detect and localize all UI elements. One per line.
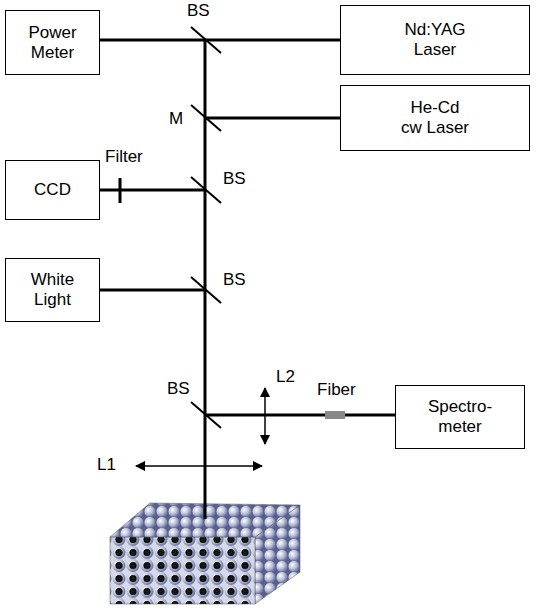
filter — [119, 178, 122, 203]
part-label: Filter — [104, 148, 144, 167]
part-label: Fiber — [316, 381, 357, 400]
part-label: BS — [166, 380, 191, 399]
box-label: White Light — [17, 270, 89, 309]
box-label: Nd:YAG Laser — [399, 20, 471, 59]
instrument-box: He-Cd cw Laser — [340, 85, 530, 151]
box-label: Spectro-meter — [424, 397, 496, 436]
part-label: L1 — [96, 456, 117, 475]
instrument-box: Power Meter — [5, 10, 100, 75]
instrument-box: Spectro-meter — [395, 385, 525, 449]
part-label: BS — [186, 2, 211, 21]
box-label: He-Cd cw Laser — [399, 98, 471, 137]
part-label: L2 — [275, 368, 296, 387]
box-label: CCD — [34, 180, 71, 200]
part-label: BS — [222, 170, 247, 189]
beam-splitter — [191, 27, 221, 428]
instrument-box: Nd:YAG Laser — [340, 5, 530, 75]
part-label: BS — [222, 271, 247, 290]
lens-l2 — [264, 388, 266, 444]
instrument-box: CCD — [5, 160, 100, 220]
box-label: Power Meter — [17, 23, 89, 62]
laser-beam — [100, 39, 340, 42]
lens-l1 — [136, 465, 262, 467]
instrument-box: White Light — [5, 258, 100, 322]
part-label: M — [168, 110, 184, 129]
fiber — [325, 411, 345, 419]
